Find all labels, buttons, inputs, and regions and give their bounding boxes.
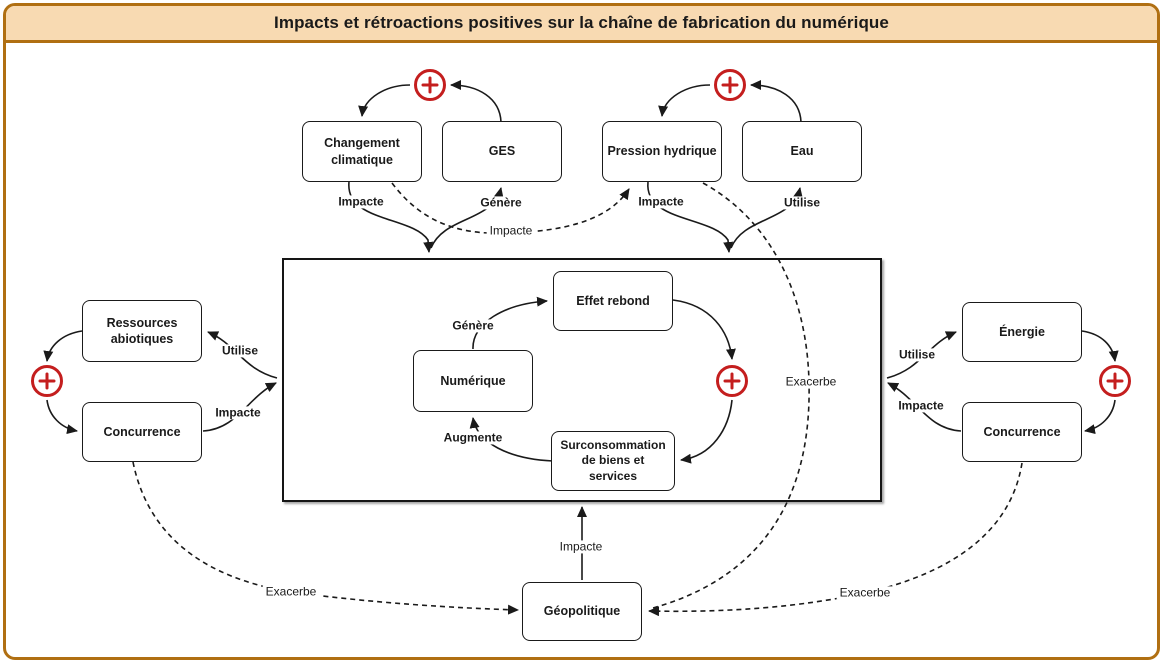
arrow-ges-to-plus — [450, 80, 502, 123]
arrow-pression-to-chain — [647, 181, 734, 253]
edge-label-exacerbe-droite: Exacerbe — [836, 586, 894, 600]
node-eau: Eau — [742, 121, 862, 182]
plus-feedback-icon — [716, 365, 748, 397]
page-title: Impacts et rétroactions positives sur la… — [274, 13, 889, 32]
arrow-plus-to-concurrence-d — [1084, 399, 1116, 435]
edge-label-exacerbe-gauche: Exacerbe — [262, 585, 320, 599]
edge-label-impacte-concurrence-gauche: Impacte — [212, 406, 264, 420]
node-surconsommation: Surconsommation de biens et services — [551, 431, 675, 491]
edge-label-augmente-numerique: Augmente — [440, 431, 506, 445]
plus-feedback-icon — [1099, 365, 1131, 397]
arrow-numerique-to-effet-rebond — [472, 296, 548, 350]
node-effet-rebond: Effet rebond — [553, 271, 673, 331]
node-energie: Énergie — [962, 302, 1082, 362]
edge-label-impacte-concurrence-droite: Impacte — [895, 399, 947, 413]
edge-label-impacte-pression: Impacte — [635, 195, 687, 209]
edge-label-utilise-energie: Utilise — [895, 348, 939, 362]
edge-label-utilise-ressources: Utilise — [218, 344, 262, 358]
arrow-effet-rebond-to-plus — [672, 299, 736, 360]
arrow-plus-to-pression — [658, 84, 711, 117]
title-bar: Impacts et rétroactions positives sur la… — [6, 6, 1157, 43]
edge-label-genere-ges: Génère — [477, 196, 525, 210]
edge-label-genere-effet-rebond: Génère — [449, 319, 497, 333]
node-ges: GES — [442, 121, 562, 182]
arrow-concurrence-g-to-geopolitique-dashed — [132, 461, 519, 615]
arrow-plus-to-concurrence-g — [46, 399, 78, 435]
node-concurrence-gauche: Concurrence — [82, 402, 202, 462]
arrow-ressources-to-plus — [43, 330, 83, 362]
node-ressources-abiotiques: Ressources abiotiques — [82, 300, 202, 362]
edge-label-exacerbe-interieur: Exacerbe — [782, 375, 840, 389]
plus-feedback-icon — [714, 69, 746, 101]
node-geopolitique: Géopolitique — [522, 582, 642, 641]
arrow-changement-to-chain — [348, 181, 434, 253]
edge-label-impacte-dashed: Impacte — [486, 224, 536, 238]
plus-feedback-icon — [414, 69, 446, 101]
arrow-plus-to-changement — [358, 84, 411, 117]
arrow-surconsommation-to-numerique — [469, 417, 554, 462]
node-numerique: Numérique — [413, 350, 533, 412]
arrow-concurrence-d-to-geopolitique-dashed — [648, 462, 1023, 617]
edge-label-impacte-geopolitique: Impacte — [556, 540, 606, 554]
arrow-plus-to-surconsommation — [680, 399, 733, 464]
node-pression-hydrique: Pression hydrique — [602, 121, 722, 182]
node-changement-climatique: Changement climatique — [302, 121, 422, 182]
edge-label-impacte-changement: Impacte — [335, 195, 387, 209]
node-concurrence-droite: Concurrence — [962, 402, 1082, 462]
edge-label-utilise-eau: Utilise — [780, 196, 824, 210]
arrow-energie-to-plus — [1081, 330, 1119, 362]
plus-feedback-icon — [31, 365, 63, 397]
arrow-pression-geopolitique-dashed — [652, 182, 810, 609]
arrow-eau-to-plus — [750, 80, 802, 123]
